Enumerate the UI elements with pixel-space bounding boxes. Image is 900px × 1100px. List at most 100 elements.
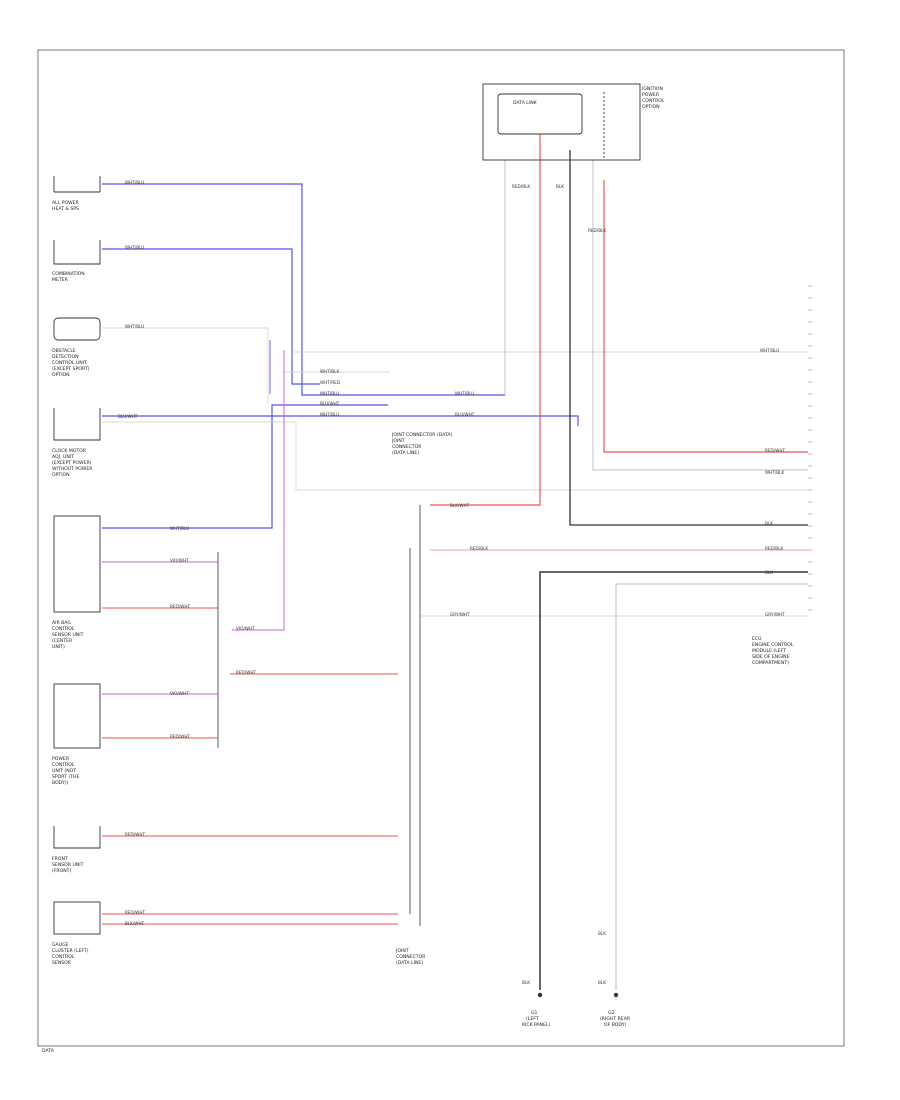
wire-tag: GRY/WHT (450, 612, 470, 617)
component-c4-name-1: CLOCK MOTOR (52, 448, 87, 454)
wire-tag: VIO/WHT (236, 626, 255, 631)
component-c2: COMBINATION METER (52, 240, 101, 283)
component-c2-name-2: METER (52, 277, 69, 283)
center-joint-label: JOINT CONNECTOR (DATA) JOINT CONNECTOR (… (391, 432, 453, 456)
wire-tag: BLU/WHT (118, 414, 138, 419)
wire-tag: RED/WHT (170, 604, 190, 609)
component-c4-name-3: (EXCEPT POWER) (52, 460, 92, 466)
component-c6-name-3: UNIT (NOT (52, 768, 76, 774)
component-c1-name-2: HEAT & SPS (52, 206, 79, 212)
wire-grey (592, 160, 808, 471)
center-joint-line-1: JOINT CONNECTOR (DATA) (391, 432, 453, 438)
wire-tag: RED/BLK (765, 546, 783, 551)
wire-tag: RED/WHT (236, 670, 256, 675)
component-c5-name-2: CONTROL (52, 626, 75, 632)
wire-grey (102, 421, 808, 491)
wire-tag: WHT/BLU (125, 324, 144, 329)
wire-tag: WHT/BLU (760, 348, 779, 353)
component-c4-name-5: OPTION (52, 472, 70, 478)
component-c1-name-1: ALL POWER (52, 200, 80, 206)
wire-black (569, 150, 808, 526)
component-c4: CLOCK MOTOR ADJ. UNIT (EXCEPT POWER) WIT… (52, 408, 101, 478)
wire-tag: WHT/RED (320, 380, 340, 385)
component-c2-name-1: COMBINATION (52, 271, 85, 277)
wire-tag: WHT/BLU (170, 526, 189, 531)
component-c3-name-1: OBSTACLE (52, 348, 76, 354)
ground-g1-line-1: G1 (531, 1010, 538, 1016)
wire-tag: VIO/WHT (170, 558, 189, 563)
component-c3: OBSTACLE DETECTION CONTROL UNIT (EXCEPT … (52, 317, 101, 378)
component-c3-name-2: DETECTION (52, 354, 79, 360)
wire-tag: RED/WHT (125, 910, 145, 915)
data-link-side-1: IGNITION (642, 86, 663, 92)
bottom-joint-line-3: (DATA LINE) (396, 960, 423, 966)
component-c3-name-5: OPTION (52, 372, 70, 378)
component-c8-name-3: CONTROL (52, 954, 75, 960)
wire-tag: BLK/WHT (125, 921, 145, 926)
ground-g1-line-3: KICK PANEL) (522, 1022, 551, 1028)
center-joint-line-4: (DATA LINE) (392, 450, 419, 456)
ground-g2: G2 (RIGHT REAR OF BODY) (600, 992, 631, 1028)
wire-tag: VIO/WHT (170, 691, 189, 696)
component-c6-name-2: CONTROL (52, 762, 75, 768)
wire-tag: WHT/BLU (320, 412, 339, 417)
wire-grey (102, 327, 269, 404)
wire-tag: RED/BLK (588, 228, 606, 233)
component-c6: POWER CONTROL UNIT (NOT SPORT (THE BODY)… (52, 683, 101, 786)
component-c8-name-2: CLUSTER (LEFT) (52, 948, 89, 954)
component-c5-name-5: UNIT) (52, 644, 65, 650)
component-c8-name-1: GAUGE (52, 942, 69, 948)
wire-tag: BLK (765, 521, 773, 526)
wire-blue (102, 415, 579, 426)
wire-tag: BLK (522, 980, 530, 985)
bottom-joint-label: JOINT CONNECTOR (DATA LINE) (395, 948, 426, 966)
wire-tag: BLK (765, 570, 773, 575)
wires-layer (102, 134, 812, 990)
ground-g2-line-1: G2 (608, 1010, 615, 1016)
component-c3-name-4: (EXCEPT SPORT) (52, 366, 90, 372)
wire-tag: RED/WHT (125, 832, 145, 837)
wire-tag: WHT/BLU (320, 391, 339, 396)
wire-blue (102, 183, 505, 396)
wire-blue (102, 248, 320, 385)
component-c5-name-3: SENSOR UNIT (52, 632, 84, 638)
data-link-side-4: OPTION (642, 104, 660, 110)
wire-tag: BLK (556, 184, 564, 189)
wire-tag: BLK/WHT (450, 503, 470, 508)
wire-tag: BLU/WHT (320, 401, 340, 406)
component-c4-name-2: ADJ. UNIT (52, 454, 74, 460)
component-c7-name-2: SENSOR UNIT (52, 862, 84, 868)
component-c7-name-3: (FRONT) (52, 868, 71, 874)
component-c7: FRONT SENSOR UNIT (FRONT) (52, 826, 101, 874)
wire-tag: WHT/BLK (765, 470, 784, 475)
wire-tag: WHT/BLK (320, 369, 339, 374)
wire-red (603, 180, 808, 453)
component-c3-name-3: CONTROL UNIT (52, 360, 87, 366)
ecu-line-3: MODULE (LEFT (752, 648, 786, 654)
wire-tag: WHT/BLU (455, 391, 474, 396)
ecu-line-1: ECU (752, 636, 761, 642)
ground-g1-line-2: (LEFT (526, 1016, 539, 1022)
wire-violet (232, 350, 285, 631)
wire-tag: BLK (598, 980, 606, 985)
wire-tag: RED/BLK (470, 546, 488, 551)
component-c5: AIR BAG CONTROL SENSOR UNIT (CENTER UNIT… (52, 515, 101, 650)
ecu-line-2: ENGINE CONTROL (752, 642, 794, 648)
wire-tag: WHT/BLU (125, 180, 144, 185)
wire-tag: RED/WHT (170, 734, 190, 739)
data-link-title: DATA LINK (513, 100, 538, 106)
data-link-side-2: POWER (642, 92, 660, 98)
component-c6-name-5: BODY)) (52, 780, 69, 786)
data-link-side-3: CONTROL (642, 98, 665, 104)
ecu-line-5: COMPARTMENT) (752, 660, 789, 666)
data-link-box: DATA LINK IGNITION POWER CONTROL OPTION (482, 83, 665, 161)
diagram-frame (37, 49, 845, 1047)
wire-tags: WHT/BLU WHT/BLU WHT/BLU BLU/WHT WHT/BLK … (118, 180, 785, 985)
component-c4-name-4: WITHOUT POWER (52, 466, 93, 472)
ecu-connector-label: ECU ENGINE CONTROL MODULE (LEFT SIDE OF … (752, 636, 794, 666)
ecu-line-4: SIDE OF ENGINE (752, 654, 790, 660)
center-joint-line-2: JOINT (391, 438, 405, 444)
wire-tag: GRY/WHT (765, 612, 785, 617)
ground-g1: G1 (LEFT KICK PANEL) (522, 992, 551, 1028)
